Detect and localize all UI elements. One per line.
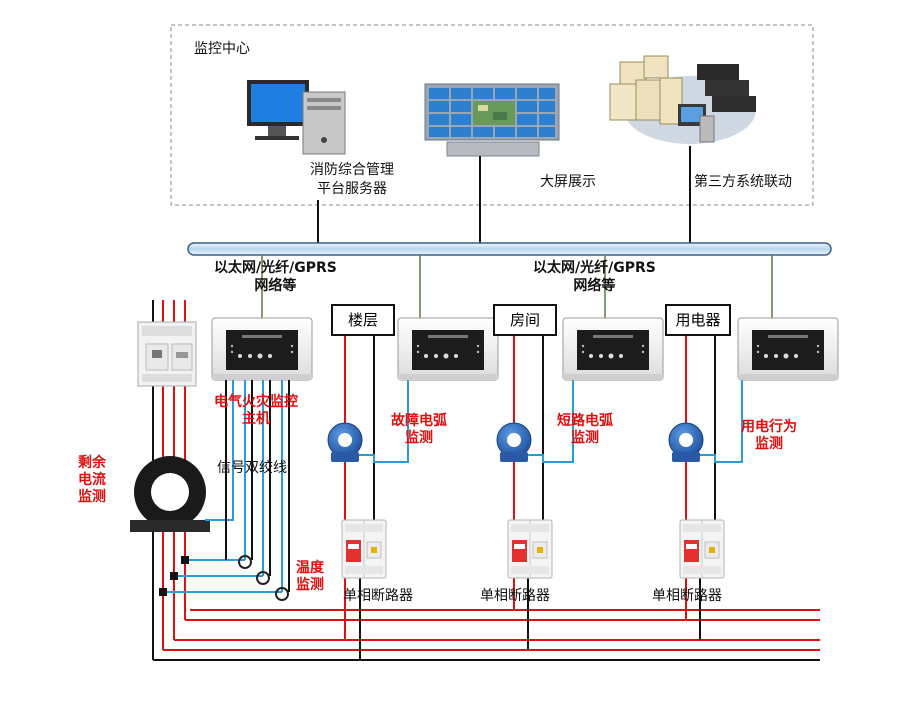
network-label-left-line-1: 以太网/光纤/GPRS (214, 260, 337, 276)
network-label-right: 以太网/光纤/GPRS 网络等 (533, 259, 656, 295)
arc-fault-line-1: 故障电弧 (391, 413, 447, 429)
host-label: 电气火灾监控 主机 (214, 394, 298, 428)
residual-current-label: 剩余 电流 监测 (78, 455, 106, 506)
temperature-line-1: 温度 (296, 560, 324, 576)
usage-behavior-label: 用电行为 监测 (741, 419, 797, 453)
residual-current-line-3: 监测 (78, 489, 106, 505)
main-feed-lines (152, 300, 820, 661)
host-label-line-2: 主机 (242, 411, 270, 427)
bigscreen-label: 大屏展示 (540, 174, 596, 190)
breaker-label-3: 单相断路器 (652, 588, 722, 604)
monitor-center-frame (170, 24, 814, 206)
branch-2 (496, 317, 664, 650)
residual-current-line-2: 电流 (78, 472, 106, 488)
network-bus (187, 242, 832, 256)
server-rack-icon (609, 55, 756, 144)
breaker-label-1: 单相断路器 (343, 588, 413, 604)
appliance-box: 用电器 (665, 304, 731, 336)
desktop-computer-icon (247, 80, 346, 155)
server-label-line-1: 消防综合管理 (310, 162, 394, 178)
network-label-left: 以太网/光纤/GPRS 网络等 (214, 259, 337, 295)
network-label-left-line-2: 网络等 (254, 278, 297, 294)
temperature-label: 温度 监测 (296, 560, 324, 594)
server-label-line-2: 平台服务器 (317, 181, 387, 197)
branch-3 (668, 317, 839, 640)
current-transformer-icon (130, 456, 210, 532)
main-breaker-icon (137, 321, 197, 387)
server-label: 消防综合管理 平台服务器 (310, 161, 394, 199)
host-label-line-1: 电气火灾监控 (214, 394, 298, 410)
floor-box: 楼层 (331, 304, 395, 336)
breaker-label-2: 单相断路器 (480, 588, 550, 604)
usage-behavior-line-2: 监测 (755, 436, 783, 452)
twisted-pair-label: 信号双绞线 (217, 460, 287, 476)
signal-wires (163, 380, 290, 593)
temperature-line-2: 监测 (296, 577, 324, 593)
arc-fault-line-2: 监测 (405, 430, 433, 446)
short-circuit-line-1: 短路电弧 (557, 413, 613, 429)
residual-current-line-1: 剩余 (78, 455, 106, 471)
branch-1 (327, 317, 499, 660)
third-party-label: 第三方系统联动 (694, 174, 792, 190)
network-label-right-line-1: 以太网/光纤/GPRS (533, 260, 656, 276)
arc-fault-label: 故障电弧 监测 (391, 413, 447, 447)
room-box: 房间 (493, 304, 557, 336)
host-module-icon (211, 317, 313, 381)
temperature-sensor-icon (159, 555, 289, 601)
short-circuit-line-2: 监测 (571, 430, 599, 446)
monitor-center-title: 监控中心 (194, 41, 250, 57)
video-wall-icon (424, 83, 560, 157)
network-label-right-line-2: 网络等 (573, 278, 616, 294)
short-circuit-arc-label: 短路电弧 监测 (557, 413, 613, 447)
usage-behavior-line-1: 用电行为 (741, 419, 797, 435)
